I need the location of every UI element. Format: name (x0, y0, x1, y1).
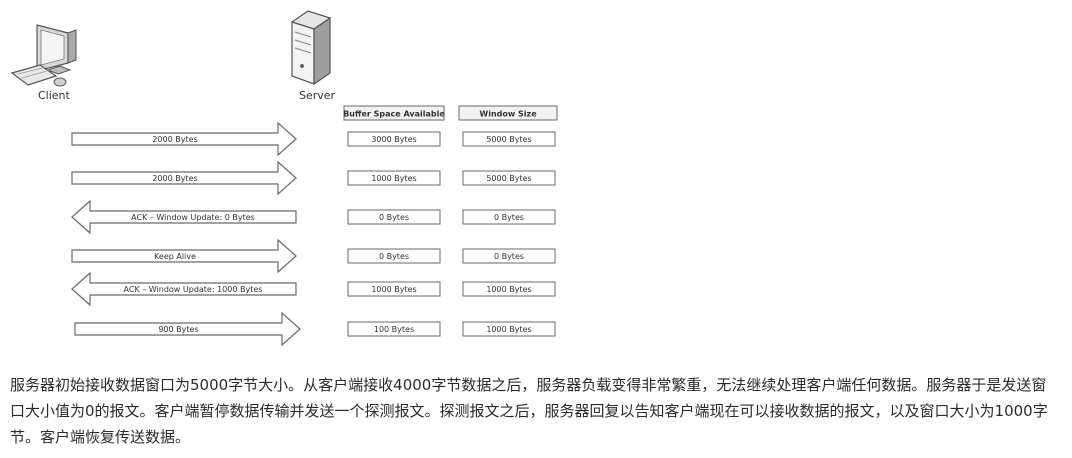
window-value: 5000 Bytes (486, 174, 531, 183)
segment-arrow-left (71, 271, 297, 307)
client-computer-icon (10, 24, 77, 87)
buffer-value-box (347, 281, 441, 297)
window-header-label: Window Size (479, 110, 537, 119)
window-value: 0 Bytes (494, 213, 524, 222)
buffer-value: 1000 Bytes (371, 285, 416, 294)
window-value-box (462, 248, 556, 264)
buffer-value-box (347, 170, 441, 186)
window-value-box (462, 281, 556, 297)
window-value-box (462, 209, 556, 225)
buffer-value: 0 Bytes (379, 252, 409, 261)
segment-label: Keep Alive (154, 252, 196, 261)
segment-label: ACK – Window Update: 0 Bytes (131, 213, 255, 222)
window-header-box (458, 105, 558, 121)
client-label: Client (38, 89, 71, 102)
segment-arrow-right (71, 121, 297, 157)
window-value: 1000 Bytes (486, 285, 531, 294)
segment-label: 2000 Bytes (152, 174, 197, 183)
window-value: 5000 Bytes (486, 135, 531, 144)
buffer-value-box (347, 131, 441, 147)
buffer-value-box (347, 321, 441, 337)
window-value-box (462, 131, 556, 147)
buffer-value: 1000 Bytes (371, 174, 416, 183)
segment-arrow-right (74, 311, 301, 347)
window-value: 0 Bytes (494, 252, 524, 261)
diagram-caption: 服务器初始接收数据窗口为5000字节大小。从客户端接收4000字节数据之后，服务… (10, 376, 1048, 446)
segment-label: ACK – Window Update: 1000 Bytes (124, 285, 263, 294)
buffer-header-label: Buffer Space Available (343, 110, 445, 119)
buffer-header-box (343, 105, 445, 121)
buffer-value-box (347, 209, 441, 225)
buffer-value: 0 Bytes (379, 213, 409, 222)
segment-label: 2000 Bytes (152, 135, 197, 144)
window-value-box (462, 170, 556, 186)
segment-arrow-left (71, 199, 297, 235)
segment-label: 900 Bytes (158, 325, 198, 334)
tcp-window-diagram: Client Server Buffer Space Available Win… (10, 10, 558, 347)
server-tower-icon (290, 10, 332, 86)
window-value-box (462, 321, 556, 337)
window-value: 1000 Bytes (486, 325, 531, 334)
buffer-value: 3000 Bytes (371, 135, 416, 144)
server-label: Server (299, 89, 336, 102)
segment-arrow-right (71, 160, 297, 196)
buffer-value-box (347, 248, 441, 264)
segment-arrow-right (71, 238, 297, 274)
segment-rows: 2000 Bytes 3000 Bytes 5000 Bytes 2000 Bytes… (71, 121, 556, 347)
buffer-value: 100 Bytes (374, 325, 414, 334)
